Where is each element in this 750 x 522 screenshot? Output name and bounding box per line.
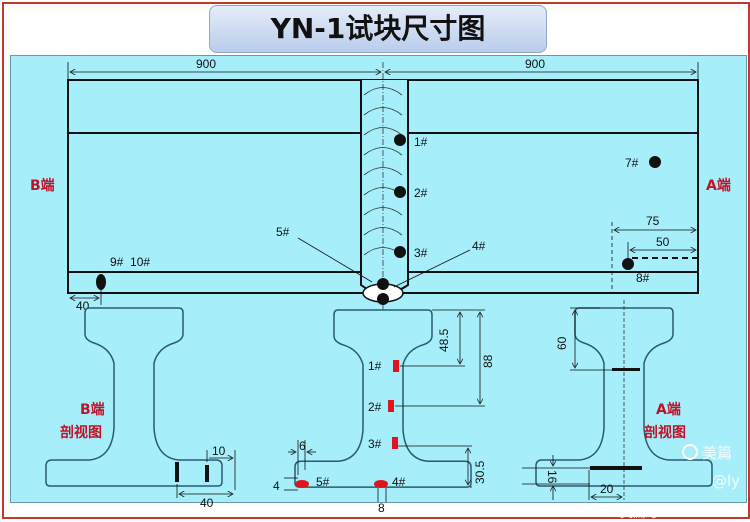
defect-3 <box>392 437 398 449</box>
leader-4 <box>393 249 471 288</box>
watermark-brand: 美篇 <box>702 444 732 462</box>
hole-7-label: 7# <box>625 156 639 170</box>
rail-profile-b <box>45 307 223 487</box>
defect-bar-2 <box>205 465 209 482</box>
mid-hole-4-label: 4# <box>392 475 406 489</box>
hole-3 <box>394 246 406 258</box>
section-mid: 1# 2# 3# 5# 4# 48.5 88 30.5 6 8 4 <box>273 309 495 515</box>
dim-20: 20 <box>600 482 614 496</box>
hole-4-label: 4# <box>472 239 486 253</box>
dim-16: 16 <box>545 470 559 484</box>
hole-8-label: 8# <box>636 271 650 285</box>
dim-40-b: 40 <box>200 496 214 510</box>
hole-5-label: 5# <box>276 225 290 239</box>
leader-5 <box>297 237 373 283</box>
section-b: 10 40 B端 剖视图 <box>45 307 236 510</box>
mid-hole-2-label: 2# <box>368 400 382 414</box>
mid-hole-1-label: 1# <box>368 359 382 373</box>
dim-88: 88 <box>481 354 495 368</box>
hole-1 <box>394 134 406 146</box>
page-title: YN-1试块尺寸图 <box>209 5 547 53</box>
dim-900-left: 900 <box>196 57 216 71</box>
holes <box>96 134 661 305</box>
hole-7 <box>649 156 661 168</box>
defect-1 <box>393 360 399 372</box>
dim-900-right: 900 <box>525 57 545 71</box>
dim-4: 4 <box>273 479 280 493</box>
hole-5 <box>377 293 389 305</box>
mid-hole-3-label: 3# <box>368 437 382 451</box>
defect-4 <box>374 480 388 488</box>
dim-75: 75 <box>646 214 660 228</box>
hole-1-label: 1# <box>414 135 428 149</box>
watermark-user: @ly <box>712 472 740 490</box>
defect-2 <box>388 400 394 412</box>
dim-6: 6 <box>299 439 306 453</box>
dim-60: 60 <box>555 336 569 350</box>
defect-bar-1 <box>175 462 179 482</box>
end-a-label: A端 <box>706 177 731 194</box>
hole-2-label: 2# <box>414 186 428 200</box>
hole-9-10-label: 9# 10# <box>110 255 150 269</box>
section-b-label: B端 <box>80 401 105 418</box>
watermark: 美篇 @ly 美篇号:94654708 <box>620 444 740 521</box>
hole-2 <box>394 186 406 198</box>
defect-bar-a <box>590 466 642 470</box>
hole-8 <box>622 258 634 270</box>
end-b-label: B端 <box>30 177 55 194</box>
section-b-sublabel: 剖视图 <box>60 424 102 441</box>
hole-4 <box>377 278 389 290</box>
watermark-id: 美篇号:94654708 <box>620 506 730 521</box>
dim-10: 10 <box>212 444 226 458</box>
mid-hole-5-label: 5# <box>316 475 330 489</box>
watermark-logo-icon <box>682 444 698 460</box>
dim-48-5: 48.5 <box>437 328 451 352</box>
dim-50: 50 <box>656 235 670 249</box>
defect-5 <box>295 480 309 488</box>
top-view <box>67 62 699 310</box>
hole-9-10 <box>96 274 106 290</box>
dim-8: 8 <box>378 501 385 515</box>
section-a: 60 16 20 A端 剖视图 <box>522 300 713 500</box>
section-a-sublabel: 剖视图 <box>644 424 686 441</box>
dim-30-5: 30.5 <box>473 460 487 484</box>
section-a-label: A端 <box>656 401 681 418</box>
hole-3-label: 3# <box>414 246 428 260</box>
defect-line-a <box>612 368 640 371</box>
